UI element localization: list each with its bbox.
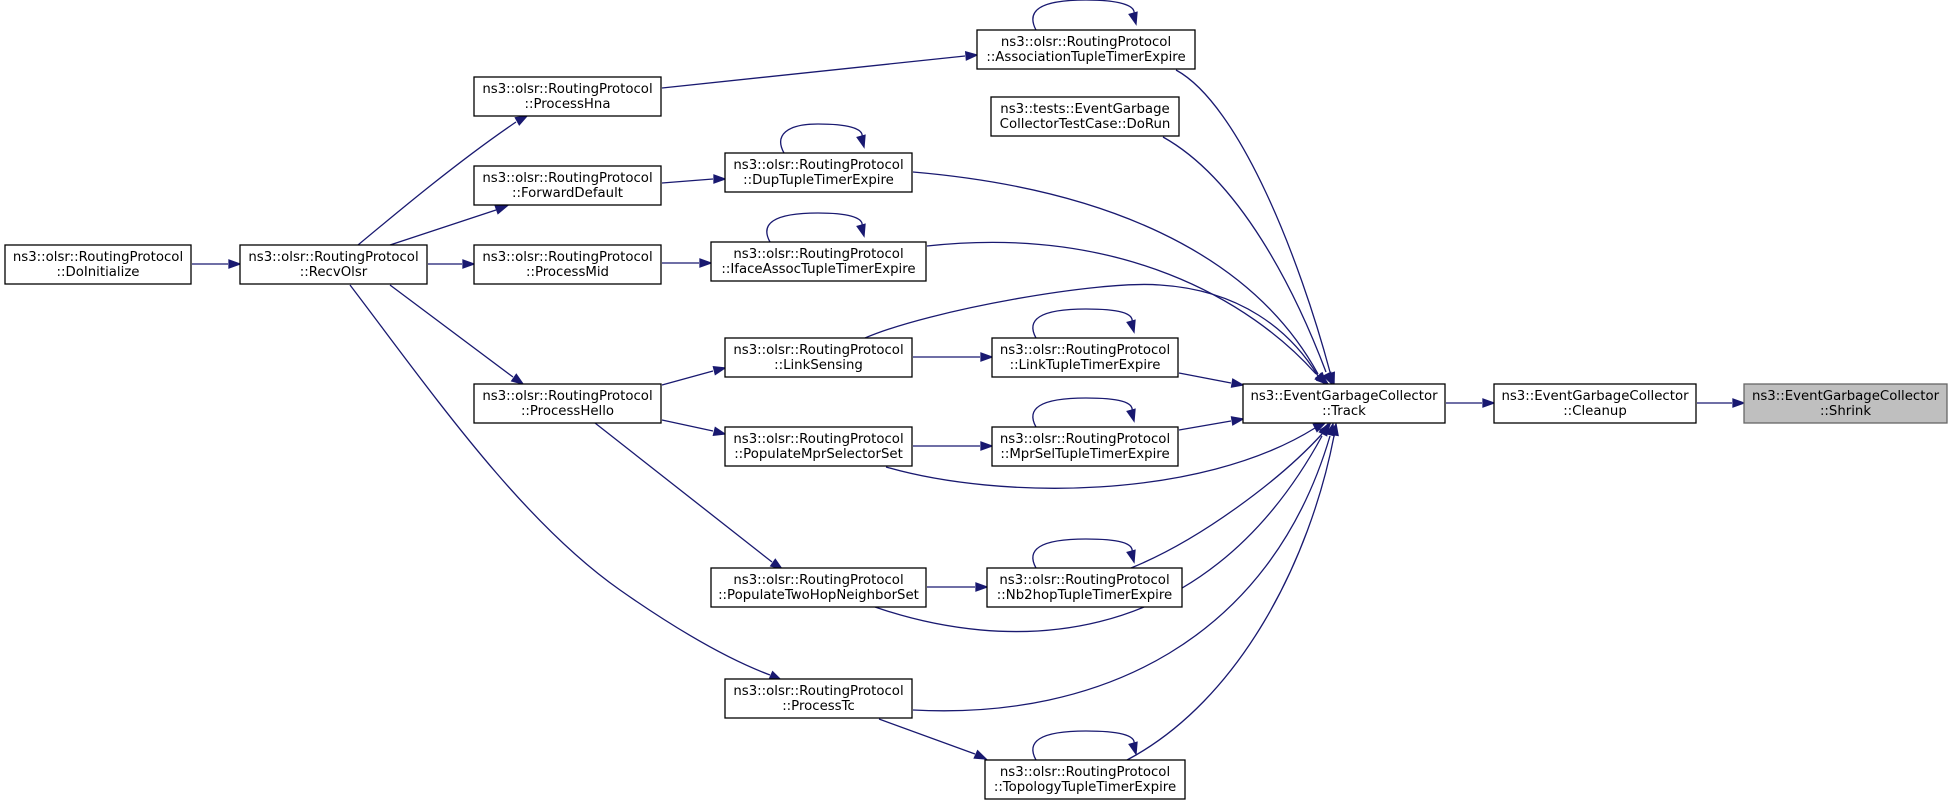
node-nb2hop[interactable]: ns3::olsr::RoutingProtocol::Nb2hopTupleT… (986, 567, 1183, 608)
node-label-line1: ns3::tests::EventGarbage (1000, 102, 1169, 117)
edge-mprsel-to-mprsel (1032, 397, 1136, 428)
edges-layer (192, 0, 1746, 761)
node-label-line2: ::Cleanup (1563, 404, 1627, 419)
node-label-line1: ns3::olsr::RoutingProtocol (999, 573, 1169, 588)
edge-forward-to-dup (661, 174, 727, 184)
node-iface[interactable]: ns3::olsr::RoutingProtocol::IfaceAssocTu… (710, 241, 927, 282)
edge-assoc-to-track (1175, 69, 1335, 386)
node-processtc[interactable]: ns3::olsr::RoutingProtocol::ProcessTc (724, 678, 913, 719)
edge-nb2hop-to-nb2hop (1032, 538, 1136, 569)
edge-iface-to-iface (766, 212, 866, 243)
node-label-line2: ::TopologyTupleTimerExpire (994, 780, 1176, 795)
node-label-line2: ::ProcessMid (526, 265, 609, 280)
edge-poptwo-to-nb2hop (927, 582, 989, 592)
node-label-line1: ns3::olsr::RoutingProtocol (733, 573, 903, 588)
node-label-line1: ns3::olsr::RoutingProtocol (482, 389, 652, 404)
node-label-line1: ns3::olsr::RoutingProtocol (248, 250, 418, 265)
node-label-line1: ns3::olsr::RoutingProtocol (733, 684, 903, 699)
node-label-line2: ::ProcessHna (525, 97, 611, 112)
node-recvolsr[interactable]: ns3::olsr::RoutingProtocol::RecvOlsr (239, 244, 428, 285)
edge-processmid-to-iface (662, 258, 713, 268)
node-doinit[interactable]: ns3::olsr::RoutingProtocol::DoInitialize (4, 244, 192, 285)
edge-processhello-to-popmpr (661, 419, 727, 436)
node-label-line1: ns3::olsr::RoutingProtocol (733, 432, 903, 447)
node-linktuple[interactable]: ns3::olsr::RoutingProtocol::LinkTupleTim… (991, 337, 1179, 378)
node-label-line1: ns3::olsr::RoutingProtocol (482, 171, 652, 186)
edge-processhello-to-linksens (661, 366, 727, 386)
node-label-line1: ns3::olsr::RoutingProtocol (733, 343, 903, 358)
node-label-line1: ns3::olsr::RoutingProtocol (1000, 432, 1170, 447)
node-forward[interactable]: ns3::olsr::RoutingProtocol::ForwardDefau… (473, 165, 662, 206)
edge-popmpr-to-mprsel (913, 441, 994, 451)
node-linksens[interactable]: ns3::olsr::RoutingProtocol::LinkSensing (724, 337, 913, 378)
node-assoc[interactable]: ns3::olsr::RoutingProtocol::AssociationT… (976, 29, 1196, 70)
edge-poptwo-to-track (874, 422, 1329, 633)
node-dup[interactable]: ns3::olsr::RoutingProtocol::DupTupleTime… (724, 152, 913, 193)
node-label-line2: ::Track (1322, 404, 1366, 419)
edge-topology-to-track (1126, 422, 1339, 761)
node-label-line2: ::PopulateMprSelectorSet (734, 447, 903, 462)
node-label-line2: ::DupTupleTimerExpire (743, 173, 894, 188)
node-label-line2: ::IfaceAssocTupleTimerExpire (721, 262, 915, 277)
edge-mprsel-to-track (1178, 416, 1245, 431)
node-processhello[interactable]: ns3::olsr::RoutingProtocol::ProcessHello (473, 383, 662, 424)
node-label-line1: ns3::EventGarbageCollector (1501, 389, 1689, 404)
node-track[interactable]: ns3::EventGarbageCollector::Track (1242, 383, 1446, 424)
node-label-line1: ns3::olsr::RoutingProtocol (733, 158, 903, 173)
node-dorun[interactable]: ns3::tests::EventGarbageCollectorTestCas… (990, 96, 1180, 137)
node-label-line2: ::MprSelTupleTimerExpire (1000, 447, 1169, 462)
edge-track-to-cleanup (1446, 398, 1496, 408)
node-label-line2: ::Shrink (1820, 404, 1871, 419)
node-label-line1: ns3::olsr::RoutingProtocol (1000, 765, 1170, 780)
node-label-line2: ::LinkTupleTimerExpire (1010, 358, 1161, 373)
edge-dorun-to-track (1162, 136, 1333, 386)
edge-linksens-to-track (864, 283, 1330, 386)
node-label-line2: ::ForwardDefault (512, 186, 623, 201)
edge-topology-to-topology (1032, 730, 1138, 761)
node-shrink[interactable]: ns3::EventGarbageCollector::Shrink (1743, 383, 1948, 424)
edge-processhna-to-assoc (661, 51, 979, 89)
edge-dup-to-dup (780, 123, 866, 154)
node-label-line1: ns3::EventGarbageCollector (1752, 389, 1940, 404)
node-label-line2: CollectorTestCase::DoRun (1000, 117, 1171, 132)
node-label-line1: ns3::olsr::RoutingProtocol (733, 247, 903, 262)
edge-linksens-to-linktuple (913, 352, 994, 362)
node-processhna[interactable]: ns3::olsr::RoutingProtocol::ProcessHna (473, 76, 662, 117)
node-label-line2: ::LinkSensing (774, 358, 863, 373)
edge-recvolsr-to-forward (389, 205, 509, 246)
node-label-line1: ns3::olsr::RoutingProtocol (1000, 343, 1170, 358)
node-label-line2: ::PopulateTwoHopNeighborSet (718, 588, 919, 603)
node-topology[interactable]: ns3::olsr::RoutingProtocol::TopologyTupl… (984, 759, 1186, 800)
node-label-line2: ::AssociationTupleTimerExpire (986, 50, 1185, 65)
edge-processtc-to-topology (878, 718, 988, 760)
edge-linktuple-to-track (1178, 372, 1245, 388)
node-popmpr[interactable]: ns3::olsr::RoutingProtocol::PopulateMprS… (724, 426, 913, 467)
edge-assoc-to-assoc (1032, 0, 1138, 31)
node-label-line1: ns3::EventGarbageCollector (1250, 389, 1438, 404)
node-mprsel[interactable]: ns3::olsr::RoutingProtocol::MprSelTupleT… (991, 426, 1179, 467)
node-label-line1: ns3::olsr::RoutingProtocol (1001, 35, 1171, 50)
edge-doinit-to-recvolsr (192, 259, 242, 269)
edge-recvolsr-to-processmid (428, 259, 476, 269)
node-label-line1: ns3::olsr::RoutingProtocol (482, 82, 652, 97)
node-label-line2: ::RecvOlsr (300, 265, 368, 280)
node-cleanup[interactable]: ns3::EventGarbageCollector::Cleanup (1493, 383, 1697, 424)
edge-recvolsr-to-processtc (349, 284, 783, 681)
edge-linktuple-to-linktuple (1032, 308, 1136, 339)
node-label-line2: ::DoInitialize (57, 265, 140, 280)
edge-recvolsr-to-processhello (389, 284, 525, 386)
node-poptwo[interactable]: ns3::olsr::RoutingProtocol::PopulateTwoH… (710, 567, 927, 608)
nodes-layer: ns3::EventGarbageCollector::Shrinkns3::E… (4, 29, 1948, 800)
node-label-line1: ns3::olsr::RoutingProtocol (482, 250, 652, 265)
node-label-line2: ::ProcessHello (521, 404, 614, 419)
node-label-line2: ::Nb2hopTupleTimerExpire (997, 588, 1172, 603)
node-label-line1: ns3::olsr::RoutingProtocol (13, 250, 183, 265)
edge-cleanup-to-shrink (1697, 398, 1746, 408)
node-label-line2: ::ProcessTc (782, 699, 855, 714)
node-processmid[interactable]: ns3::olsr::RoutingProtocol::ProcessMid (473, 244, 662, 285)
edge-recvolsr-to-processhna (357, 115, 529, 246)
